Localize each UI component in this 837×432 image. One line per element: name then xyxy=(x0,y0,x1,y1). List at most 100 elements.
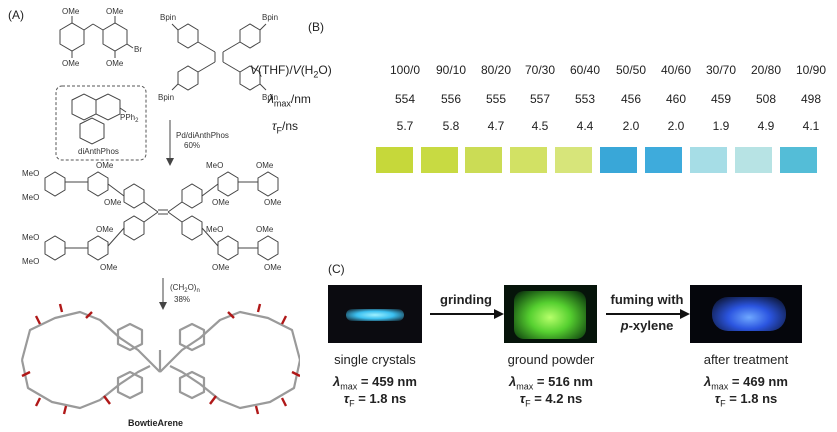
ligand-structure xyxy=(71,93,127,145)
grinding-label: grinding xyxy=(440,292,492,307)
fuming-arrow xyxy=(606,309,690,319)
ligand-name: diAnthPhos xyxy=(78,147,119,156)
arrowhead-icon xyxy=(680,309,690,319)
svg-text:(CH2O)n: (CH2O)n xyxy=(170,283,200,294)
meo-label: MeO xyxy=(22,233,39,242)
emission-swatch xyxy=(780,147,817,173)
emission-swatch xyxy=(555,147,592,173)
meo-label: MeO xyxy=(22,193,39,202)
step2-reagent: (CH xyxy=(170,283,184,292)
intermediate-structure xyxy=(44,171,279,261)
table-cell: 50/50 xyxy=(615,63,647,77)
svg-text:PPh2: PPh2 xyxy=(120,113,139,124)
sample3-tau: τF = 1.8 ns xyxy=(714,391,778,409)
step1-reagent: Pd/diAnthPhos xyxy=(176,131,229,140)
reactant-tetraboronate xyxy=(171,23,267,91)
sample1-tau: τF = 1.8 ns xyxy=(343,391,407,409)
bpin-label: Bpin xyxy=(158,93,174,102)
arrowhead-icon xyxy=(494,309,504,319)
step2-reagent-end: O) xyxy=(188,283,197,292)
bpin-label: Bpin xyxy=(160,13,176,22)
table-cell: 1.9 xyxy=(712,119,730,133)
bpin-label: Bpin xyxy=(262,93,278,102)
table-cell: 70/30 xyxy=(524,63,556,77)
ome-label: OMe xyxy=(264,198,282,207)
ratio-row-header: V(THF)/V(H2O) xyxy=(250,63,332,80)
oxygen-atoms xyxy=(21,303,300,415)
bpin-label: Bpin xyxy=(262,13,278,22)
ome-label: OMe xyxy=(96,161,114,170)
table-cell: 5.7 xyxy=(396,119,414,133)
sample1-lambda: λmax = 459 nm xyxy=(333,374,417,392)
table-cell: 4.7 xyxy=(487,119,505,133)
table-cell: 459 xyxy=(710,92,732,106)
synthesis-scheme: OMe OMe OMe OMe Br Bpin Bpin Bpin Bpin P… xyxy=(20,7,300,428)
lambda-row-header: λmax/nm xyxy=(268,92,311,109)
pph2-label: PPh xyxy=(120,113,135,122)
grinding-arrow xyxy=(430,309,504,319)
ome-label: OMe xyxy=(62,59,80,68)
table-cell: 5.8 xyxy=(442,119,460,133)
after-treatment-photo xyxy=(690,285,802,343)
ome-label: OMe xyxy=(96,225,114,234)
sample2-lambda: λmax = 516 nm xyxy=(509,374,593,392)
ome-label: OMe xyxy=(212,198,230,207)
meo-label: MeO xyxy=(206,161,223,170)
table-cell: 4.1 xyxy=(802,119,820,133)
emission-swatch xyxy=(465,147,502,173)
reactant-diaryl-methane xyxy=(59,16,134,58)
table-cell: 60/40 xyxy=(569,63,601,77)
step2-reagent-n: n xyxy=(196,288,199,294)
tau-row-header: τF/ns xyxy=(272,119,299,136)
table-cell: 20/80 xyxy=(750,63,782,77)
sample1-caption: single crystals xyxy=(334,352,416,367)
table-cell: 100/0 xyxy=(389,63,421,77)
emission-swatch xyxy=(735,147,772,173)
pph2-subscript: 2 xyxy=(135,118,139,124)
ome-label: OMe xyxy=(100,263,118,272)
sample3-caption: after treatment xyxy=(703,352,789,367)
table-cell: 498 xyxy=(800,92,822,106)
bowtiearene-structure xyxy=(20,310,300,410)
ome-label: OMe xyxy=(104,198,122,207)
single-crystals-photo xyxy=(328,285,422,343)
ome-label: OMe xyxy=(106,59,124,68)
ome-label: OMe xyxy=(256,225,274,234)
panel-b-label: (B) xyxy=(308,20,324,34)
emission-swatch xyxy=(645,147,682,173)
meo-label: MeO xyxy=(206,225,223,234)
ome-label: OMe xyxy=(256,161,274,170)
table-cell: 456 xyxy=(620,92,642,106)
table-cell: 4.5 xyxy=(531,119,549,133)
table-cell: 553 xyxy=(574,92,596,106)
ome-label: OMe xyxy=(62,7,80,16)
ome-label: OMe xyxy=(264,263,282,272)
ome-label: OMe xyxy=(106,7,124,16)
table-cell: 10/90 xyxy=(795,63,827,77)
product-name: BowtieArene xyxy=(128,418,183,428)
table-cell: 556 xyxy=(440,92,462,106)
sample2-tau: τF = 4.2 ns xyxy=(519,391,583,409)
arrowhead-icon xyxy=(159,302,167,310)
emission-swatch xyxy=(376,147,413,173)
table-cell: 90/10 xyxy=(435,63,467,77)
meo-label: MeO xyxy=(22,169,39,178)
table-cell: 2.0 xyxy=(622,119,640,133)
step1-yield: 60% xyxy=(184,141,200,150)
emission-swatch xyxy=(600,147,637,173)
table-cell: 555 xyxy=(485,92,507,106)
table-cell: 40/60 xyxy=(660,63,692,77)
emission-swatch xyxy=(690,147,727,173)
panel-c-label: (C) xyxy=(328,262,345,276)
panel-a-label: (A) xyxy=(8,8,24,22)
step2-yield: 38% xyxy=(174,295,190,304)
table-cell: 554 xyxy=(394,92,416,106)
arrowhead-icon xyxy=(166,158,174,166)
br-label: Br xyxy=(134,45,142,54)
sample3-lambda: λmax = 469 nm xyxy=(704,374,788,392)
ome-label: OMe xyxy=(212,263,230,272)
meo-label: MeO xyxy=(22,257,39,266)
table-cell: 30/70 xyxy=(705,63,737,77)
table-cell: 2.0 xyxy=(667,119,685,133)
sample2-caption: ground powder xyxy=(507,352,595,367)
